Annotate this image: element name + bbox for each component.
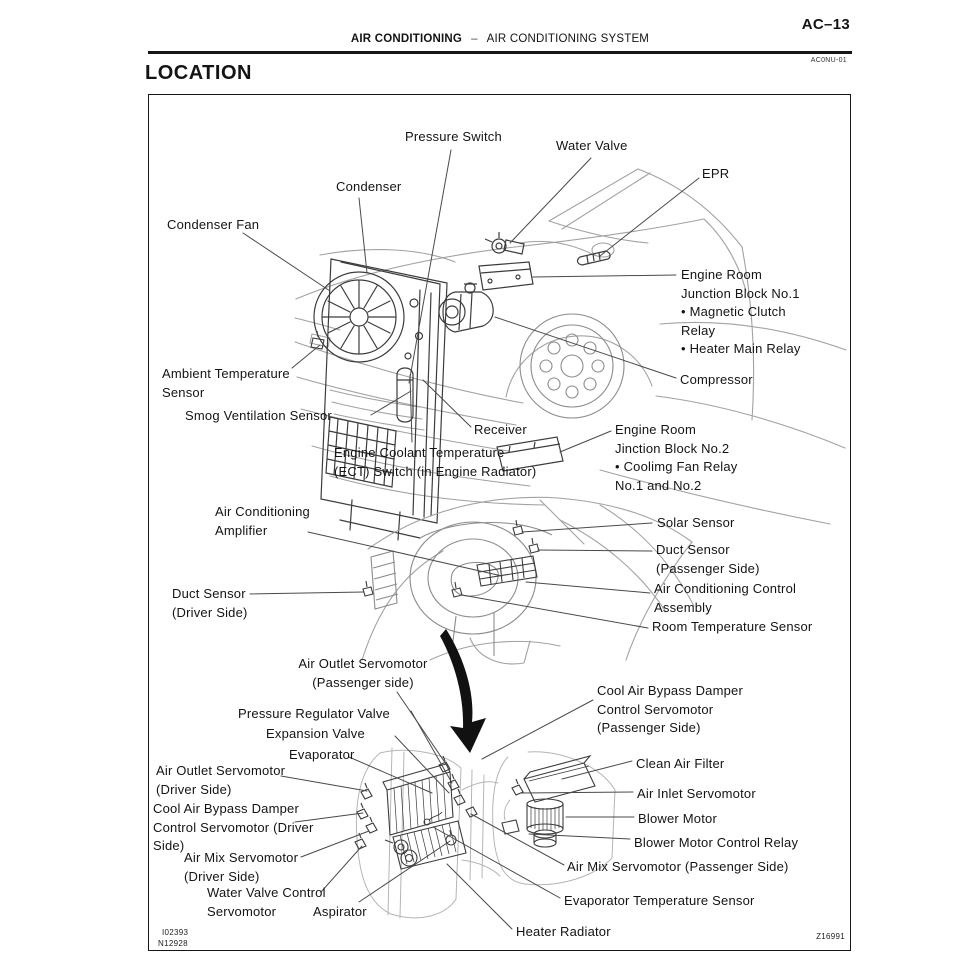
label-ect-switch: Engine Coolant Temperature (ECT) Switch … — [334, 445, 537, 479]
label-expansion-valve: Expansion Valve — [266, 726, 365, 741]
label-clean-air-filter: Clean Air Filter — [636, 756, 725, 771]
label-solar-sensor: Solar Sensor — [657, 515, 735, 530]
label-receiver: Receiver — [474, 422, 527, 437]
label-blower-motor: Blower Motor — [638, 811, 717, 826]
label-air-conditioning-control-assembly: Air Conditioning Control Assembly — [654, 581, 797, 615]
label-room-temperature-sensor: Room Temperature Sensor — [652, 619, 813, 634]
label-water-valve: Water Valve — [556, 138, 628, 153]
label-heater-radiator: Heater Radiator — [516, 924, 611, 939]
label-air-outlet-servomotor-driver: Air Outlet Servomotor (Driver Side) — [156, 763, 286, 797]
label-duct-sensor-driver: Duct Sensor (Driver Side) — [172, 586, 248, 620]
label-blower-motor-control-relay: Blower Motor Control Relay — [634, 835, 799, 850]
label-air-mix-servomotor-driver: Air Mix Servomotor (Driver Side) — [184, 850, 299, 884]
section-header-bold: AIR CONDITIONING — [350, 33, 463, 45]
label-engine-room-junction-block-no1: Engine Room Junction Block No.1 • Magnet… — [681, 267, 801, 356]
label-pressure-regulator-valve: Pressure Regulator Valve — [238, 706, 390, 721]
page-number: AC–13 — [801, 16, 850, 33]
section-header: AIR CONDITIONING–AIR CONDITIONING SYSTEM — [148, 33, 852, 45]
section-header-rest: AIR CONDITIONING SYSTEM — [486, 33, 650, 45]
label-air-mix-servomotor-passenger: Air Mix Servomotor (Passenger Side) — [567, 859, 789, 874]
label-pressure-switch: Pressure Switch — [405, 129, 502, 144]
label-water-valve-control-servomotor: Water Valve Control Servomotor — [207, 885, 326, 919]
doc-code: AC0NU-01 — [810, 57, 847, 64]
label-air-inlet-servomotor: Air Inlet Servomotor — [637, 786, 756, 801]
label-condenser-fan: Condenser Fan — [167, 217, 260, 232]
label-evaporator: Evaporator — [289, 747, 355, 762]
figure-code-left-2: N12928 — [158, 939, 188, 948]
label-air-conditioning-amplifier: Air Conditioning Amplifier — [215, 504, 310, 538]
section-header-separator: – — [471, 33, 478, 45]
label-smog-ventilation-sensor: Smog Ventilation Sensor — [185, 408, 332, 423]
label-evaporator-temperature-sensor: Evaporator Temperature Sensor — [564, 893, 755, 908]
page-title: LOCATION — [145, 62, 252, 84]
label-compressor: Compressor — [680, 372, 753, 387]
label-duct-sensor-passenger: Duct Sensor (Passenger Side) — [656, 542, 760, 576]
label-cool-air-bypass-damper-driver: Cool Air Bypass Damper Control Servomoto… — [153, 801, 314, 853]
label-cool-air-bypass-damper-passenger: Cool Air Bypass Damper Control Servomoto… — [597, 683, 744, 735]
label-condenser: Condenser — [336, 179, 402, 194]
label-ambient-temperature-sensor: Ambient Temperature Sensor — [162, 366, 290, 400]
label-aspirator: Aspirator — [313, 904, 367, 919]
header-rule — [148, 51, 852, 54]
figure-code-left-1: I02393 — [162, 928, 189, 937]
label-engine-room-junction-block-no2: Engine Room Jinction Block No.2 • Coolim… — [615, 422, 738, 493]
label-air-outlet-servomotor-passenger: Air Outlet Servomotor (Passenger side) — [298, 656, 428, 690]
figure-code-right: Z16991 — [816, 932, 845, 941]
label-epr: EPR — [702, 166, 730, 181]
